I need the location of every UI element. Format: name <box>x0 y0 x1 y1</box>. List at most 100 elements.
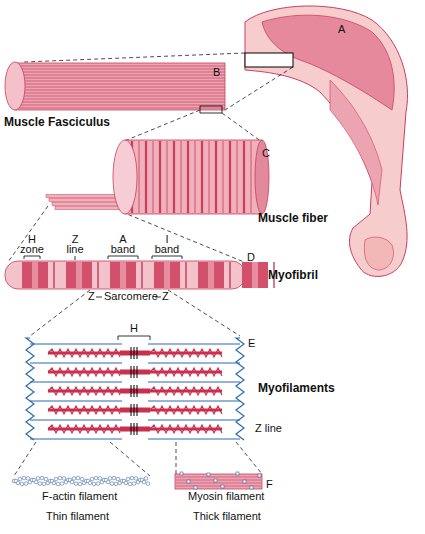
fascicle-stripe <box>16 93 225 94</box>
actin-bead <box>124 481 128 485</box>
myosin-head <box>214 479 217 482</box>
fiber-stripe <box>181 141 182 213</box>
fascicle-stripe <box>16 96 225 97</box>
m-line <box>137 366 138 378</box>
myosin-head <box>207 473 210 476</box>
m-line <box>137 423 138 435</box>
a-band <box>198 262 224 288</box>
leader-line <box>168 290 240 336</box>
bracket <box>152 256 182 259</box>
fiber-stripe <box>195 141 196 213</box>
fascicle-stripe <box>16 90 225 91</box>
fiber-stripe <box>237 141 238 213</box>
h-zone <box>76 262 82 288</box>
thin-filament <box>30 401 122 402</box>
bracket <box>24 256 40 259</box>
actin-bead <box>56 482 60 486</box>
z-line <box>97 262 98 288</box>
myosin-heads <box>48 368 120 376</box>
callout-letter: A <box>338 24 345 35</box>
myosin-head <box>187 480 190 483</box>
actin-bead <box>96 482 100 486</box>
fasciculus-body <box>15 63 225 110</box>
actin-bead <box>90 477 94 481</box>
actin-bead <box>20 482 24 486</box>
myosin-head <box>180 472 183 475</box>
actin-bead <box>112 476 116 480</box>
fiber-stripe <box>139 141 140 213</box>
thick-filament-core <box>120 370 150 375</box>
actin-bead <box>98 477 102 481</box>
thin-filament <box>148 401 240 402</box>
myosin-head <box>258 474 261 477</box>
callout-letter: E <box>248 338 255 349</box>
myosin-heads <box>48 425 120 433</box>
actin-bead <box>130 476 134 480</box>
fiber-stripe <box>251 141 252 213</box>
leader-line <box>24 53 245 62</box>
fiber-stripe <box>187 141 189 213</box>
thin-filament <box>30 363 122 364</box>
actin-bead <box>146 482 150 486</box>
fiber-stripe <box>173 141 175 213</box>
filament-label: F-actin filament <box>42 491 117 502</box>
callout-letter: F <box>266 479 273 490</box>
bracket <box>118 336 150 340</box>
fasciculus-stripes <box>8 66 225 108</box>
m-line <box>134 423 135 435</box>
band-brackets <box>24 256 182 340</box>
myosin-head <box>221 485 224 488</box>
myosin-heads <box>150 406 222 414</box>
leader-line <box>236 442 262 474</box>
actin-filament <box>12 476 150 486</box>
myosin-heads <box>48 349 120 357</box>
actin-bead <box>38 482 42 486</box>
fascicle-stripe <box>16 99 225 100</box>
fiber-stripe <box>159 141 161 213</box>
actin-bead <box>88 481 92 485</box>
actin-bead <box>92 482 96 486</box>
bracket <box>75 256 76 260</box>
z-line <box>185 262 186 288</box>
fiber-stripe <box>167 141 168 213</box>
thin-filament <box>30 420 122 421</box>
fascicle-stripe <box>16 87 225 88</box>
band-label: Z line <box>62 234 88 254</box>
actin-bead <box>106 480 110 484</box>
actin-bead <box>36 477 40 481</box>
actin-bead <box>132 482 136 486</box>
myofilaments <box>26 338 244 440</box>
leader-line <box>176 442 177 474</box>
fiber-stripe <box>215 141 217 213</box>
actin-bead <box>26 477 30 481</box>
fiber-stripe <box>209 141 210 213</box>
actin-bead <box>144 477 148 481</box>
part-label: Myofibril <box>268 269 318 282</box>
actin-bead <box>52 481 56 485</box>
fiber-stripe <box>145 141 147 213</box>
thin-filament <box>148 344 240 345</box>
fascicle-stripe <box>16 69 225 70</box>
h-zone <box>252 262 258 288</box>
m-line <box>137 385 138 397</box>
z-disc <box>236 338 244 440</box>
myosin-head <box>250 486 253 489</box>
fiber-end <box>255 140 269 214</box>
actin-bead <box>114 482 118 486</box>
zoom-box <box>245 53 293 67</box>
actin-bead <box>116 477 120 481</box>
band-label: I band <box>152 234 182 254</box>
filament-label: Thick filament <box>193 511 261 522</box>
z-label: Z <box>162 291 169 302</box>
fascicle-stripe <box>16 66 225 67</box>
thin-filament <box>148 382 240 383</box>
part-label: Muscle fiber <box>258 212 328 225</box>
fiber-stripe <box>223 141 224 213</box>
z-line <box>229 262 230 288</box>
myosin-stripe <box>176 486 261 487</box>
h-zone <box>208 262 214 288</box>
fascicle-stripe <box>16 102 225 103</box>
myosin-heads <box>150 425 222 433</box>
m-line <box>131 423 132 435</box>
